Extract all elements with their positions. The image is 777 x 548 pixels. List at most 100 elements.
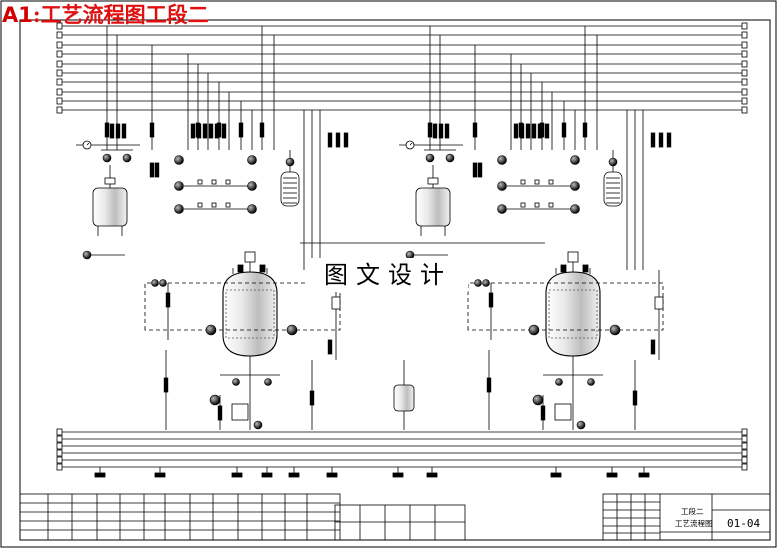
pipe-tag-box	[638, 472, 650, 478]
check-valve-icon	[534, 202, 540, 208]
drawing-title: A1:工艺流程图工段二	[2, 4, 209, 26]
flow-meter-icon	[104, 177, 116, 185]
pressure-gauge-icon	[286, 324, 298, 336]
pipe-end-cap	[741, 50, 748, 58]
gate-valve-icon	[259, 122, 265, 138]
pressure-gauge-icon	[497, 155, 507, 165]
gate-valve-icon	[121, 123, 127, 139]
pipe-tag-box	[326, 472, 338, 478]
gate-valve-icon	[208, 123, 214, 139]
pipe-end-cap	[56, 78, 63, 86]
drawing-title-text: 工艺流程图工段二	[40, 2, 209, 27]
check-valve-icon	[225, 179, 231, 185]
pipe-tag-box	[606, 472, 618, 478]
pipe-end-cap	[56, 442, 63, 450]
pressure-gauge-icon	[570, 155, 580, 165]
gate-valve-icon	[666, 132, 672, 148]
check-valve-icon	[211, 179, 217, 185]
pipe-end-cap	[56, 97, 63, 105]
pressure-gauge-icon	[528, 324, 540, 336]
gate-valve-icon	[154, 162, 160, 178]
gate-valve-icon	[149, 122, 155, 138]
gate-valve-icon	[432, 123, 438, 139]
gauge-needle	[409, 142, 413, 146]
pump-icon	[532, 394, 544, 406]
reactor-jacket	[225, 289, 275, 339]
gate-valve-icon	[238, 122, 244, 138]
pipe-tag-box	[392, 472, 404, 478]
check-valve-icon	[548, 202, 554, 208]
pipe-end-cap	[741, 78, 748, 86]
pressure-gauge-icon	[445, 153, 455, 163]
pipe-end-cap	[56, 22, 63, 30]
check-valve-icon	[225, 202, 231, 208]
pipe-tag-box	[94, 472, 106, 478]
reactor-vessel-icon	[222, 271, 278, 357]
pipe-end-cap	[741, 435, 748, 443]
gate-valve-icon	[513, 123, 519, 139]
gate-valve-icon	[327, 339, 333, 355]
pipe-end-cap	[741, 88, 748, 96]
gate-valve-icon	[650, 132, 656, 148]
receiver-tank-icon	[231, 403, 249, 421]
drawing-name-line1: 工段二	[681, 507, 704, 516]
jacket-loop	[467, 282, 664, 331]
pump-icon	[209, 394, 221, 406]
pipe-end-cap	[741, 41, 748, 49]
gate-valve-icon	[488, 292, 494, 308]
agitator-motor-icon	[567, 251, 579, 263]
gate-valve-icon	[214, 123, 220, 139]
pressure-gauge-icon	[570, 181, 580, 191]
pipe-end-cap	[741, 428, 748, 436]
pressure-gauge-icon	[159, 279, 167, 287]
gate-valve-icon	[582, 264, 589, 273]
pipe-end-cap	[56, 449, 63, 457]
pipe-tag-box	[550, 472, 562, 478]
pressure-gauge-icon	[174, 204, 184, 214]
pipe-end-cap	[56, 456, 63, 464]
gate-valve-icon	[472, 122, 478, 138]
pipe-end-cap	[56, 106, 63, 114]
pipe-tag-box	[231, 472, 243, 478]
condenser-icon	[603, 171, 623, 207]
gate-valve-icon	[165, 292, 171, 308]
pressure-gauge-icon	[247, 181, 257, 191]
gate-valve-icon	[221, 123, 227, 139]
pump-icon	[253, 420, 263, 430]
pressure-gauge-icon	[205, 324, 217, 336]
pressure-gauge-icon	[425, 153, 435, 163]
condenser-icon	[280, 171, 300, 207]
gate-valve-icon	[477, 162, 483, 178]
pressure-gauge-icon	[232, 378, 240, 386]
check-valve-icon	[520, 202, 526, 208]
gate-valve-icon	[537, 123, 543, 139]
pipe-end-cap	[741, 31, 748, 39]
pipe-end-cap	[741, 97, 748, 105]
title-block-left	[19, 493, 341, 541]
check-valve-icon	[520, 179, 526, 185]
gate-valve-icon	[519, 123, 525, 139]
pump-icon	[576, 420, 586, 430]
storage-tank-icon	[415, 187, 451, 227]
pressure-gauge-icon	[174, 181, 184, 191]
gate-valve-icon	[544, 123, 550, 139]
pressure-gauge-icon	[609, 324, 621, 336]
check-valve-icon	[534, 179, 540, 185]
gate-valve-icon	[343, 132, 349, 148]
pressure-gauge-icon	[285, 157, 295, 167]
pipe-end-cap	[741, 22, 748, 30]
gate-valve-icon	[327, 132, 333, 148]
pressure-gauge-icon	[102, 153, 112, 163]
pipe-tag-box	[261, 472, 273, 478]
pressure-gauge-icon	[570, 204, 580, 214]
pipe-end-cap	[741, 463, 748, 471]
pipe-tag-box	[288, 472, 300, 478]
gate-valve-icon	[444, 123, 450, 139]
drawing-name-line2: 工艺流程图	[675, 519, 713, 528]
gate-valve-icon	[531, 123, 537, 139]
pressure-gauge-icon	[587, 378, 595, 386]
reactor-vessel-icon	[545, 271, 601, 357]
pipe-end-cap	[741, 456, 748, 464]
gate-valve-icon	[109, 123, 115, 139]
